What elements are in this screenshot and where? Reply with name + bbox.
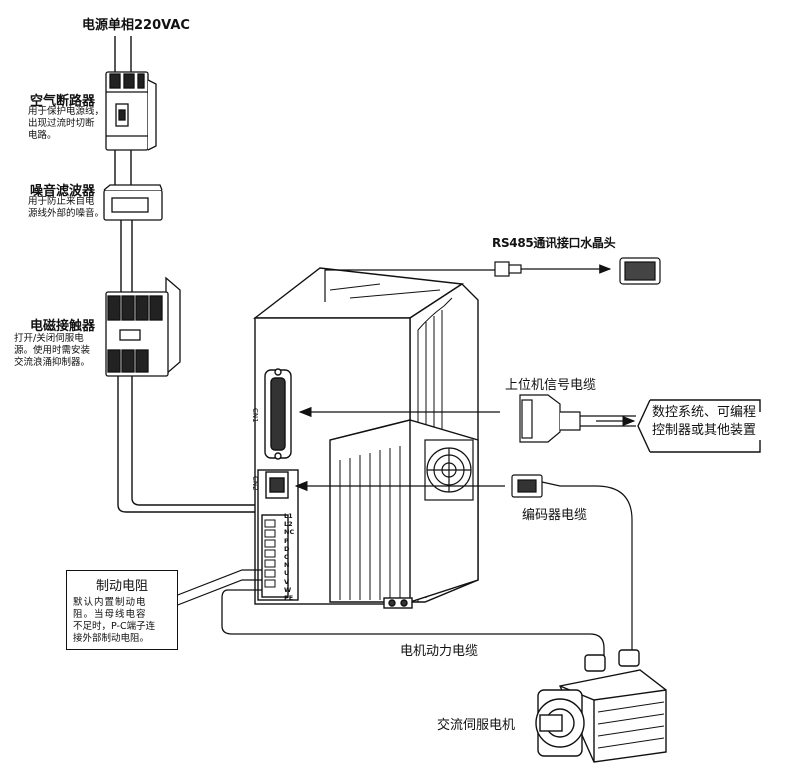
host-signal-cable xyxy=(519,394,636,443)
power-supply-label: 电源单相220VAC xyxy=(82,18,190,33)
cn2-label: CN2 xyxy=(251,476,259,491)
terminal-labels: L1 L2 NC P D C N U V W PE xyxy=(284,512,295,603)
top-vents xyxy=(329,283,441,299)
encoder-cable xyxy=(511,474,633,665)
contactor-description: 打开/关闭伺服电 源。使用时需安装 交流浪涌抑制器。 xyxy=(14,333,91,368)
host-device-bracket xyxy=(637,399,761,453)
brake-resistor-description: 默认内置制动电 阻。当母线电容 不足时，P-C端子连 接外部制动电阻。 xyxy=(73,597,156,644)
breaker-title: 空气断路器 xyxy=(30,94,96,109)
filter-title: 噪音滤波器 xyxy=(30,184,96,199)
rs485-label: RS485通讯接口水晶头 xyxy=(492,236,616,250)
motor-power-cable xyxy=(221,589,605,665)
noise-filter xyxy=(103,184,163,221)
cn1-label: CN1 xyxy=(251,408,259,423)
power-supply-wires xyxy=(114,36,262,513)
motor-label: 交流伺服电机 xyxy=(437,718,516,733)
rs485-connector-group xyxy=(324,257,661,302)
host-cable-label: 上位机信号电缆 xyxy=(505,378,597,393)
magnetic-contactor xyxy=(105,276,181,377)
encoder-cable-label: 编码器电缆 xyxy=(522,508,588,523)
brake-resistor-leader xyxy=(169,569,262,609)
air-circuit-breaker xyxy=(105,71,157,151)
brake-resistor-box: 制动电阻 默认内置制动电 阻。当母线电容 不足时，P-C端子连 接外部制动电阻。 xyxy=(66,570,178,650)
contactor-title: 电磁接触器 xyxy=(30,319,96,334)
motor-cable-label: 电机动力电缆 xyxy=(400,644,479,659)
servo-drive xyxy=(252,267,479,609)
host-device-label: 数控系统、可编程 控制器或其他装置 xyxy=(652,405,757,438)
brake-resistor-title: 制动电阻 xyxy=(95,579,148,594)
breaker-description: 用于保护电源线， 出现过流时切断 电路。 xyxy=(28,106,105,141)
filter-description: 用于防止来自电 源线外部的噪音。 xyxy=(28,196,105,219)
servo-motor xyxy=(535,649,667,763)
fan-grille xyxy=(424,439,474,501)
